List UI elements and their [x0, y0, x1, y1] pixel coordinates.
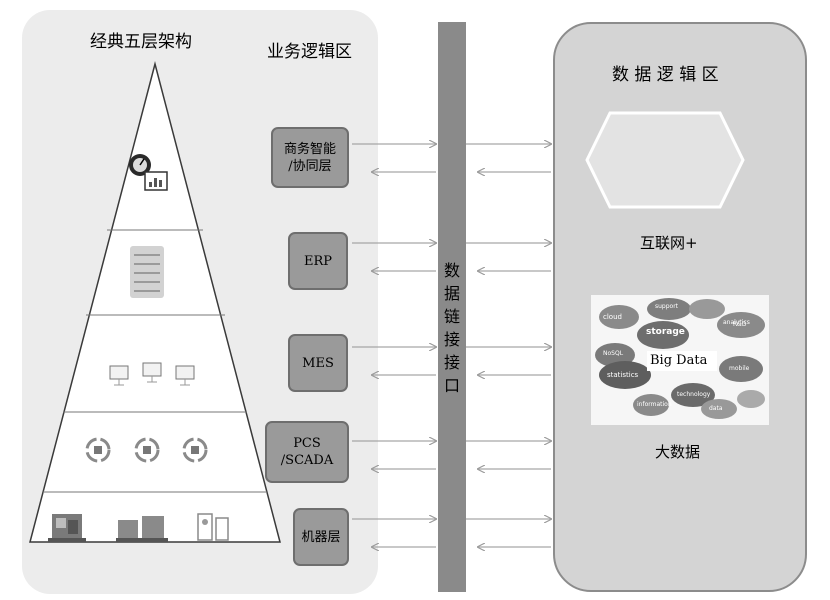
cloud-word: NoSQL: [603, 350, 624, 357]
data-link-interface-bar: [438, 22, 466, 592]
bigdata-label: 大数据: [655, 443, 701, 461]
pyramid-title: 经典五层架构: [90, 32, 192, 52]
layer-label: MES: [302, 355, 334, 371]
pcs-scada-layer-box: PCS/SCADA: [265, 421, 349, 483]
cloud-word: technology: [677, 391, 711, 398]
interface-label-char: 口: [443, 376, 460, 395]
interface-label-char: 链: [443, 307, 460, 326]
hexagon-icon: [585, 111, 745, 209]
layer-label: 商务智能: [283, 141, 336, 157]
monitor-icon: [109, 365, 129, 386]
machine-icon: [116, 516, 168, 542]
bigdata-center-label: Big Data: [650, 353, 708, 368]
cloud-word: data: [709, 405, 723, 412]
cloud-word: mobile: [729, 365, 750, 372]
machine-icon: [197, 513, 229, 541]
cloud-word: analytics: [723, 319, 750, 326]
cloud-word: cloud: [603, 313, 622, 321]
business-logic-title: 业务逻辑区: [267, 42, 352, 62]
cloud-word: storage: [646, 327, 685, 337]
monitor-icon: [142, 362, 162, 383]
cloud-word: support: [655, 303, 679, 310]
interface-label-char: 数: [443, 261, 460, 280]
document-stack-icon: [130, 246, 164, 298]
interface-label-char: 据: [443, 284, 460, 303]
layer-label: /协同层: [288, 158, 332, 174]
monitor-icon: [175, 365, 195, 386]
cloud-word: statistics: [607, 371, 639, 379]
interface-label-char: 接: [443, 353, 460, 372]
cloud-word: R&D: [733, 321, 747, 328]
data-logic-title: 数 据 逻 辑 区: [612, 65, 719, 85]
machine-layer-box: 机器层: [293, 508, 349, 566]
cloud-cluster-icon: [595, 298, 765, 419]
machine-icon: [48, 514, 86, 542]
bi-collaboration-layer-box: 商务智能/协同层: [271, 127, 349, 188]
layer-label: PCS: [293, 436, 321, 451]
mes-layer-box: MES: [288, 334, 348, 392]
process-cycle-icon: [85, 437, 111, 463]
internet-plus-label: 互联网+: [640, 234, 698, 252]
dashboard-icon: [129, 154, 168, 191]
process-cycle-icon: [182, 437, 208, 463]
process-cycle-icon: [134, 437, 160, 463]
erp-layer-box: ERP: [288, 232, 348, 290]
cloud-word: information: [637, 401, 672, 408]
interface-label-char: 接: [443, 330, 460, 349]
layer-label: ERP: [303, 253, 333, 269]
layer-label: 机器层: [301, 529, 341, 545]
layer-label: /SCADA: [280, 453, 334, 468]
bigdata-image: cloud storage support analytics statisti…: [591, 295, 769, 425]
